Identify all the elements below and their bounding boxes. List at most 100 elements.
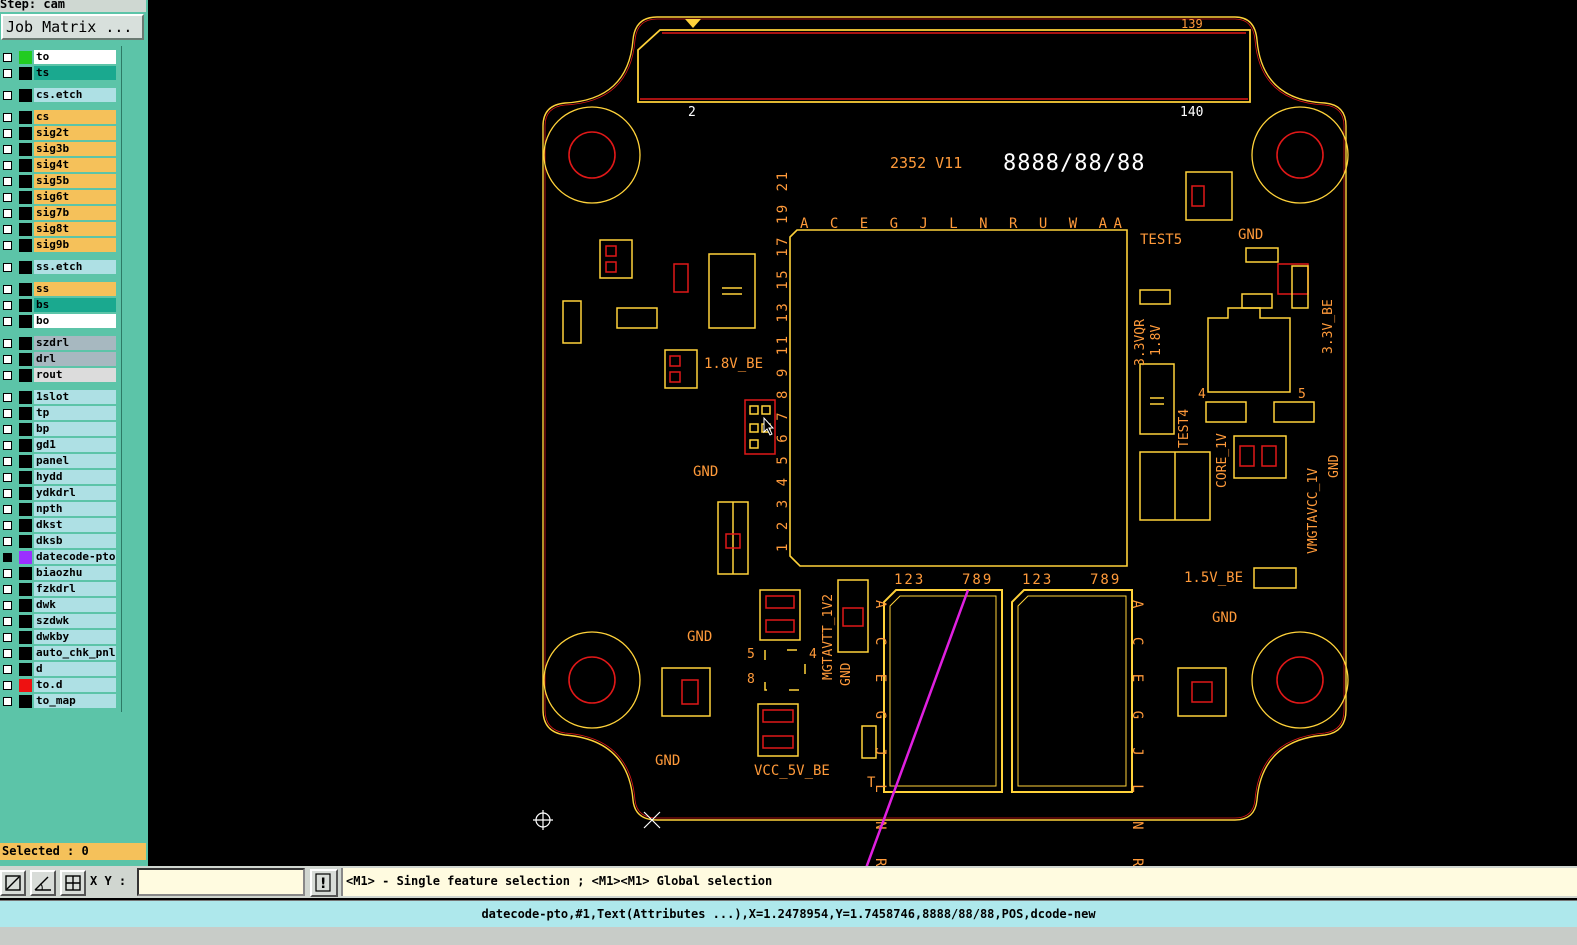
layer-row-biaozhu[interactable]: biaozhu — [0, 566, 121, 581]
layer-name[interactable]: ts — [34, 66, 116, 80]
layer-checkbox[interactable] — [3, 209, 12, 218]
layer-color-swatch[interactable] — [19, 299, 32, 312]
layer-checkbox[interactable] — [3, 69, 12, 78]
layer-checkbox[interactable] — [3, 113, 12, 122]
layer-row-dwk[interactable]: dwk — [0, 598, 121, 613]
layer-checkbox[interactable] — [3, 241, 12, 250]
layer-row-szdwk[interactable]: szdwk — [0, 614, 121, 629]
layer-checkbox[interactable] — [3, 441, 12, 450]
layer-row-dwkby[interactable]: dwkby — [0, 630, 121, 645]
layer-name[interactable]: dwkby — [34, 630, 116, 644]
layer-checkbox[interactable] — [3, 409, 12, 418]
layer-checkbox[interactable] — [3, 649, 12, 658]
layer-checkbox[interactable] — [3, 301, 12, 310]
layer-color-swatch[interactable] — [19, 519, 32, 532]
layer-name[interactable]: to.d — [34, 678, 116, 692]
layer-name[interactable]: npth — [34, 502, 116, 516]
layer-row-d[interactable]: d — [0, 662, 121, 677]
datecode-text[interactable]: 8888/88/88 — [1003, 151, 1145, 176]
layer-color-swatch[interactable] — [19, 583, 32, 596]
layer-name[interactable]: ss — [34, 282, 116, 296]
layer-name[interactable]: tp — [34, 406, 116, 420]
layer-checkbox[interactable] — [3, 569, 12, 578]
layer-row-auto-chk-pnl[interactable]: auto_chk_pnl — [0, 646, 121, 661]
layer-checkbox[interactable] — [3, 489, 12, 498]
layer-row-ss[interactable]: ss — [0, 282, 121, 297]
layer-name[interactable]: szdwk — [34, 614, 116, 628]
xy-input[interactable] — [137, 868, 305, 896]
layer-row-drl[interactable]: drl — [0, 352, 121, 367]
layer-name[interactable]: dkst — [34, 518, 116, 532]
layer-color-swatch[interactable] — [19, 51, 32, 64]
layer-checkbox[interactable] — [3, 371, 12, 380]
layer-name[interactable]: dksb — [34, 534, 116, 548]
layer-color-swatch[interactable] — [19, 407, 32, 420]
layer-row-sig4t[interactable]: sig4t — [0, 158, 121, 173]
layer-name[interactable]: biaozhu — [34, 566, 116, 580]
layer-row-sig5b[interactable]: sig5b — [0, 174, 121, 189]
layer-color-swatch[interactable] — [19, 439, 32, 452]
layer-row-sig6t[interactable]: sig6t — [0, 190, 121, 205]
layer-name[interactable]: bp — [34, 422, 116, 436]
layer-checkbox[interactable] — [3, 505, 12, 514]
layer-checkbox[interactable] — [3, 193, 12, 202]
layer-color-swatch[interactable] — [19, 391, 32, 404]
job-matrix-button[interactable]: Job Matrix ... — [1, 14, 144, 40]
layer-name[interactable]: datecode-pto — [34, 550, 116, 564]
grid-tool-button[interactable] — [60, 870, 86, 896]
layer-color-swatch[interactable] — [19, 337, 32, 350]
layer-row-to[interactable]: to — [0, 50, 121, 65]
layer-checkbox[interactable] — [3, 161, 12, 170]
layer-row-ss-etch[interactable]: ss.etch — [0, 260, 121, 275]
layer-name[interactable]: to — [34, 50, 116, 64]
layer-color-swatch[interactable] — [19, 111, 32, 124]
layer-row-datecode-pto[interactable]: datecode-pto — [0, 550, 121, 565]
layer-color-swatch[interactable] — [19, 455, 32, 468]
layer-color-swatch[interactable] — [19, 315, 32, 328]
layer-name[interactable]: sig6t — [34, 190, 116, 204]
pcb-canvas[interactable]: 2 139 140 2352 V11 8888/88/88 A C E G J … — [148, 0, 1577, 866]
layer-row-sig8t[interactable]: sig8t — [0, 222, 121, 237]
layer-name[interactable]: szdrl — [34, 336, 116, 350]
layer-row-ydkdrl[interactable]: ydkdrl — [0, 486, 121, 501]
layer-color-swatch[interactable] — [19, 647, 32, 660]
layer-checkbox[interactable] — [3, 697, 12, 706]
layer-row-ts[interactable]: ts — [0, 66, 121, 81]
layer-name[interactable]: cs.etch — [34, 88, 116, 102]
layer-color-swatch[interactable] — [19, 191, 32, 204]
layer-color-swatch[interactable] — [19, 503, 32, 516]
layer-color-swatch[interactable] — [19, 695, 32, 708]
layer-row-sig3b[interactable]: sig3b — [0, 142, 121, 157]
layer-row-sig2t[interactable]: sig2t — [0, 126, 121, 141]
select-tool-button[interactable] — [0, 870, 26, 896]
layer-checkbox[interactable] — [3, 129, 12, 138]
layer-color-swatch[interactable] — [19, 423, 32, 436]
layer-name[interactable]: sig4t — [34, 158, 116, 172]
layer-color-swatch[interactable] — [19, 599, 32, 612]
layer-checkbox[interactable] — [3, 145, 12, 154]
layer-row-bs[interactable]: bs — [0, 298, 121, 313]
layer-name[interactable]: fzkdrl — [34, 582, 116, 596]
layer-color-swatch[interactable] — [19, 353, 32, 366]
layer-color-swatch[interactable] — [19, 261, 32, 274]
layer-checkbox[interactable] — [3, 425, 12, 434]
layer-name[interactable]: d — [34, 662, 116, 676]
layer-row-szdrl[interactable]: szdrl — [0, 336, 121, 351]
layer-row-to-d[interactable]: to.d — [0, 678, 121, 693]
layer-color-swatch[interactable] — [19, 663, 32, 676]
layer-row-tp[interactable]: tp — [0, 406, 121, 421]
layer-color-swatch[interactable] — [19, 239, 32, 252]
layer-row-bp[interactable]: bp — [0, 422, 121, 437]
layer-checkbox[interactable] — [3, 457, 12, 466]
layer-name[interactable]: ss.etch — [34, 260, 116, 274]
layer-color-swatch[interactable] — [19, 551, 32, 564]
layer-color-swatch[interactable] — [19, 471, 32, 484]
layer-row-npth[interactable]: npth — [0, 502, 121, 517]
layer-checkbox[interactable] — [3, 225, 12, 234]
layer-color-swatch[interactable] — [19, 487, 32, 500]
layer-row-1slot[interactable]: 1slot — [0, 390, 121, 405]
layer-checkbox[interactable] — [3, 393, 12, 402]
layer-color-swatch[interactable] — [19, 631, 32, 644]
layer-name[interactable]: rout — [34, 368, 116, 382]
layer-checkbox[interactable] — [3, 177, 12, 186]
